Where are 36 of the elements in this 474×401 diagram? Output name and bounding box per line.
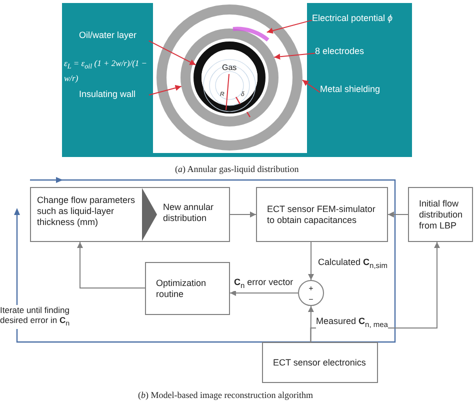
callout-label: Oil/water layer [79, 30, 151, 42]
summing-junction [298, 280, 324, 306]
callout-label: Electrical potential ϕ [312, 13, 410, 25]
process-box [408, 187, 473, 242]
edge-label: C$_{n}$ error vector [234, 277, 294, 291]
arrow [388, 212, 408, 218]
callout-label: Insulating wall [79, 89, 149, 101]
arrow [302, 80, 320, 93]
box-text: New annular distribution [163, 202, 215, 224]
sign: + [308, 283, 314, 294]
process-box [145, 262, 230, 315]
box-text: Change flow parameters such as liquid-layer thickness (mm) [37, 195, 136, 228]
edge-label: Measured C$_{n, mea}$ [316, 316, 388, 330]
callout-label: Metal shielding [320, 84, 398, 96]
box-text: ECT sensor FEM-simulator to obtain capacitances [267, 204, 376, 226]
box-text: Optimization routine [156, 278, 208, 300]
box-text: Initial flow distribution from LBP [419, 198, 464, 231]
process-box [30, 187, 230, 242]
figure-caption: (a) Annular gas-liquid distribution [175, 164, 300, 174]
arrow [77, 242, 146, 288]
process-box [256, 187, 388, 242]
figure-caption: (b) Model-based image reconstruction algorithm [138, 390, 314, 400]
arrow [230, 290, 298, 296]
box-text: ECT sensor electronics [273, 357, 367, 368]
arrow [308, 242, 314, 280]
potential-glow [232, 26, 270, 42]
insulating-wall-ring [180, 28, 278, 126]
arrow [230, 212, 256, 218]
liquid-layer-ring [194, 42, 266, 114]
process-box [262, 342, 378, 383]
formula: ε$_{L}$ = ε$_{oil}$ (1 + 2w/r)/(1 − w/r) [64, 58, 148, 84]
region-label: Gas [222, 62, 238, 73]
edge-label: Calculated C$_{n,sim}$ [318, 257, 388, 271]
callout-label: 8 electrodes [315, 46, 377, 58]
sign: − [308, 294, 314, 305]
arrow [274, 52, 316, 60]
